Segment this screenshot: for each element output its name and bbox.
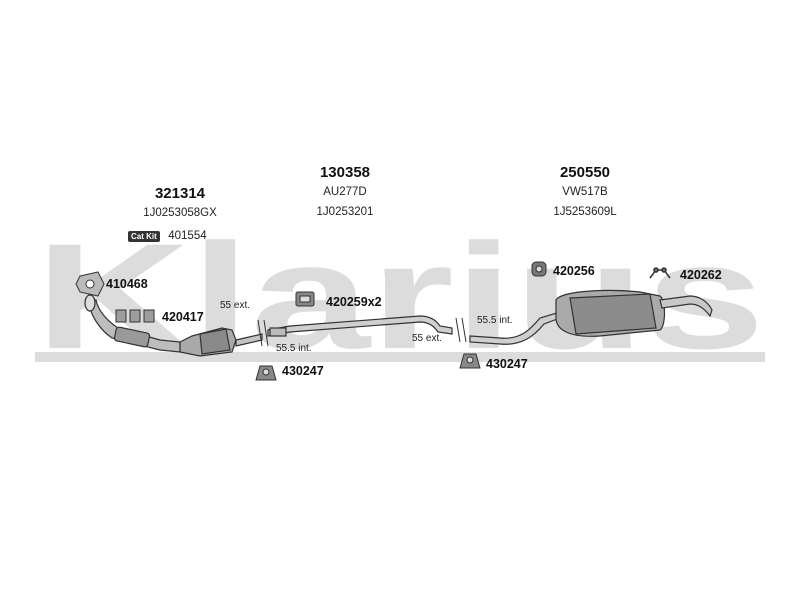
dim-55-ext-front: 55 ext. [220,300,251,311]
mounting-420417-icon [115,309,155,323]
label-430247-front: 430247 [282,364,324,378]
part-number-250550: 250550 [559,164,611,181]
label-430247-rear: 430247 [486,357,528,371]
oem-number-321314: 1J0253058GX [143,207,217,219]
rubber-mount-430247a-icon [255,365,277,381]
gasket-410468-icon [75,271,105,297]
cat-kit-badge: Cat Kit [128,231,160,242]
middle-pipe-icon [267,315,453,337]
label-420256: 420256 [553,264,595,278]
ref-number-au277d: AU277D [323,186,367,198]
cat-kit-number: 401554 [168,230,207,242]
break-mark-front [257,319,269,347]
ref-number-vw517b: VW517B [562,186,608,198]
catalytic-converter-icon [179,327,263,357]
part-number-321314: 321314 [154,185,206,202]
break-mark-rear [455,317,467,343]
label-420262: 420262 [680,268,722,282]
dim-55-5-int-front: 55.5 int. [276,343,312,354]
oem-number-130358: 1J0253201 [316,206,374,218]
label-420259x2: 420259x2 [326,295,382,309]
rear-silencer-icon [469,289,713,345]
rubber-mount-420256-icon [531,261,547,277]
clamp-420259-icon [295,291,315,307]
hanger-420262-icon [649,267,671,279]
dim-55-ext-rear: 55 ext. [412,333,443,344]
cat-kit-row: Cat Kit 401554 [128,226,207,244]
dim-55-5-int-rear: 55.5 int. [477,315,513,326]
oem-number-250550: 1J5253609L [553,206,617,218]
label-420417: 420417 [162,310,204,324]
front-pipe-icon [84,294,181,353]
rubber-mount-430247b-icon [459,353,481,369]
watermark-bar [35,352,765,362]
part-number-130358: 130358 [319,164,371,181]
label-410468: 410468 [106,277,148,291]
